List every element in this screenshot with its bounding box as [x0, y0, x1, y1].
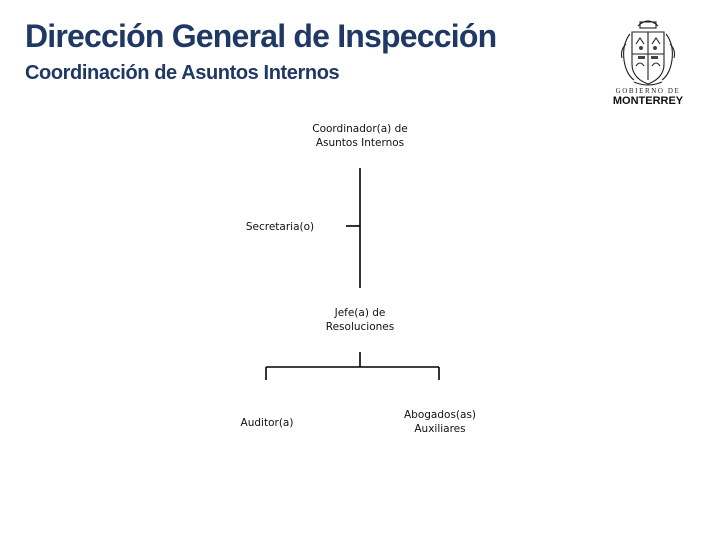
org-node-coordinator: Coordinador(a) de Asuntos Internos	[300, 122, 420, 150]
coordinator-line1: Coordinador(a) de	[312, 123, 408, 135]
head-resolutions-line2: Resoluciones	[325, 321, 395, 333]
head-resolutions-line1: Jefe(a) de	[334, 307, 386, 319]
page-title: Dirección General de Inspección	[25, 18, 497, 54]
auditor-label: Auditor(a)	[240, 417, 294, 429]
coordinator-line2: Asuntos Internos	[315, 137, 405, 149]
secretary-label: Secretaria(o)	[245, 221, 315, 233]
org-node-auditor: Auditor(a)	[227, 416, 307, 430]
logo-line1: GOBIERNO DE	[616, 87, 681, 95]
lawyers-line2: Auxiliares	[414, 423, 466, 435]
lawyers-line1: Abogados(as)	[403, 409, 477, 421]
monterrey-logo: GOBIERNO DE MONTERREY	[613, 20, 684, 106]
org-node-secretary: Secretaria(o)	[240, 220, 320, 234]
coat-of-arms-icon	[620, 20, 676, 86]
org-node-head-resolutions: Jefe(a) de Resoluciones	[310, 306, 410, 334]
coat-of-arms-fill	[638, 46, 658, 59]
page-subtitle: Coordinación de Asuntos Internos	[25, 62, 340, 84]
org-node-lawyers: Abogados(as) Auxiliares	[390, 408, 490, 436]
logo-line2: MONTERREY	[613, 95, 684, 106]
